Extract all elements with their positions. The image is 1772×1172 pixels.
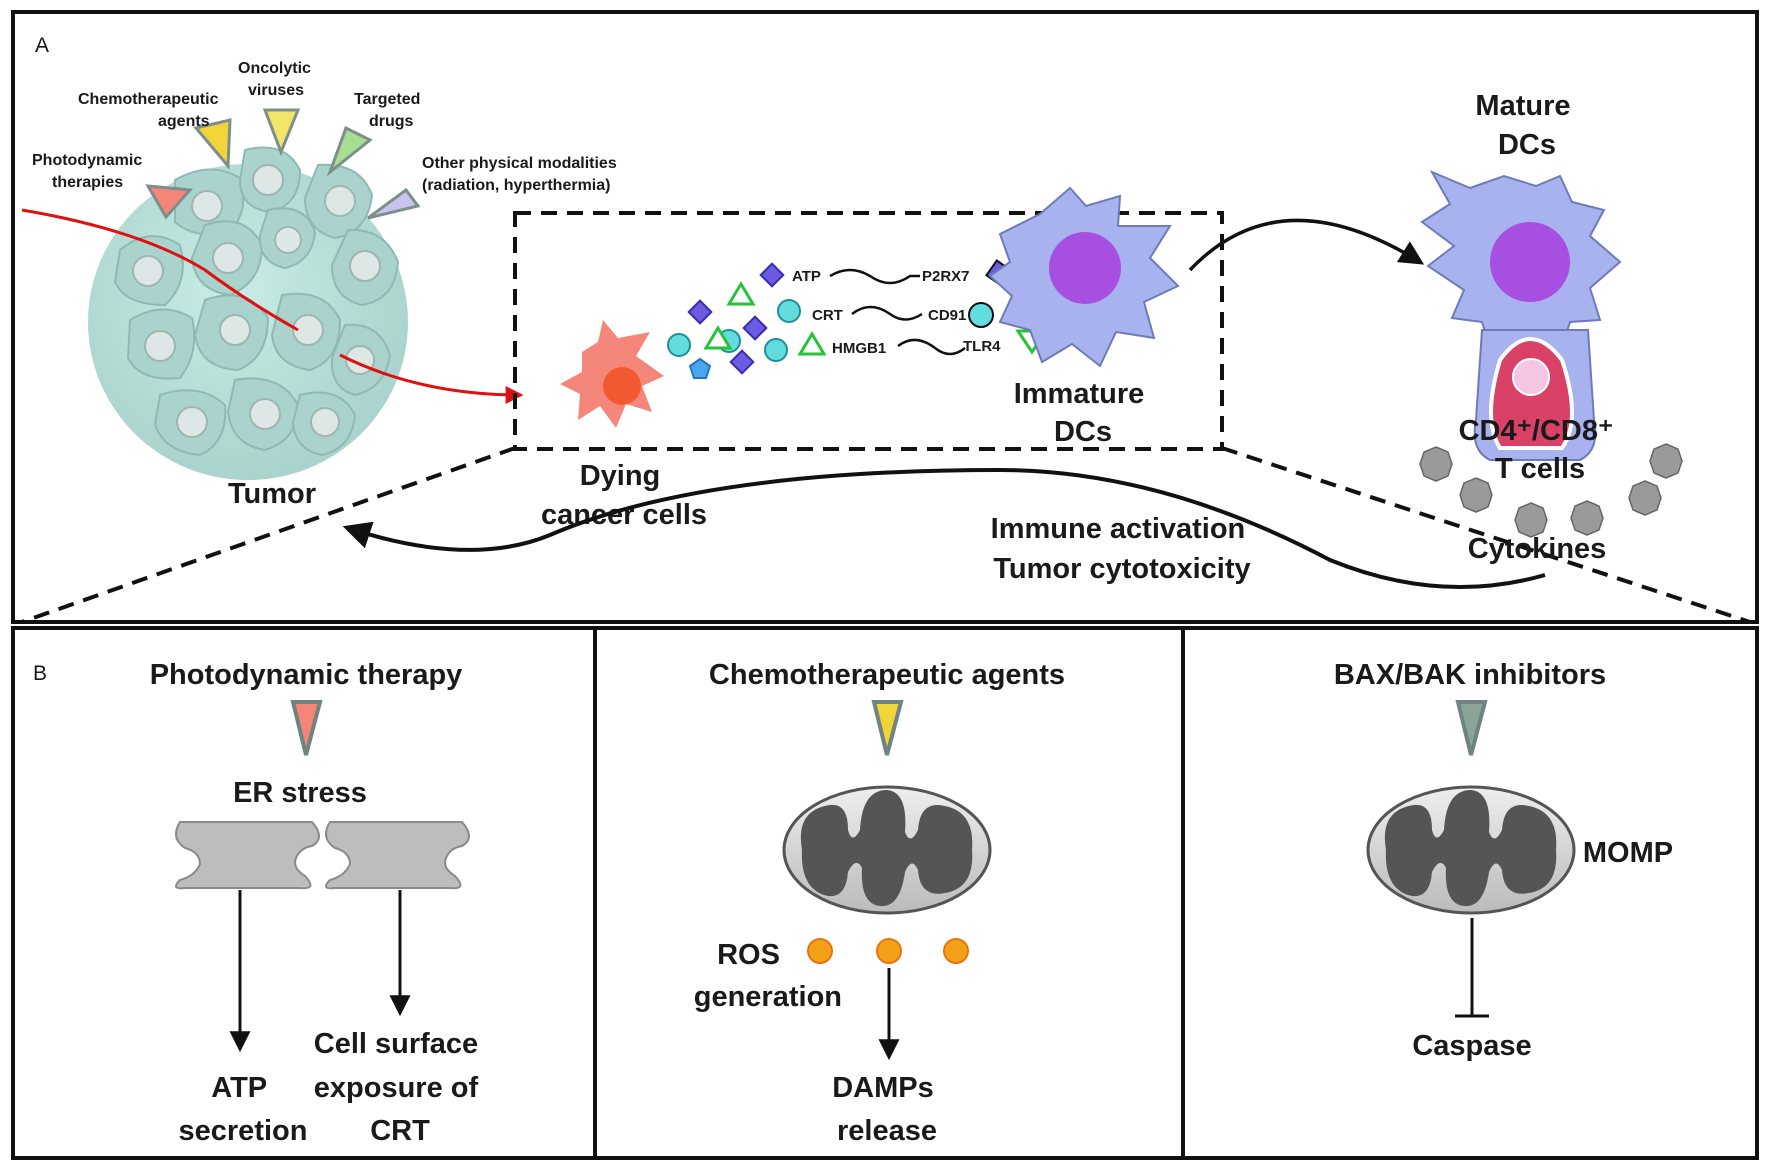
mature-dc [1420, 169, 1622, 461]
chemo-wedge-icon [871, 700, 904, 756]
receptor-p2rx7: P2RX7 [922, 268, 970, 285]
ligand-crt: CRT [812, 307, 843, 324]
cytokine-icons [1419, 443, 1683, 538]
ligand-atp: ATP [792, 268, 821, 285]
wedge-physical-icon [367, 187, 421, 220]
immature-dc [988, 186, 1180, 368]
tumor-label: Tumor [228, 478, 316, 510]
wedge-oncolytic-icon [262, 108, 301, 157]
immune-label: Immune activation Tumor cytotoxicity [991, 513, 1254, 585]
damps-label: DAMPs release [832, 1072, 942, 1147]
caspase-label: Caspase [1412, 1030, 1531, 1062]
panel-a-frame [11, 10, 1759, 624]
link-atp-p2rx7 [829, 268, 920, 285]
label-physical: Other physical modalities (radiation, hy… [422, 155, 621, 194]
pdt-title: Photodynamic therapy [150, 659, 463, 691]
immune-activation-arrow [342, 467, 1546, 589]
panel-b-frame [11, 626, 1759, 1160]
panel-b-letter: B [33, 662, 47, 685]
dying-cancer-cell [560, 320, 664, 428]
ros-label: ROS generation [694, 939, 842, 1013]
chemo-title: Chemotherapeutic agents [709, 659, 1065, 691]
mature-label: Mature DCs [1475, 90, 1578, 161]
label-oncolytic: Oncolytic viruses [238, 60, 315, 99]
tumor-mass [88, 146, 408, 480]
baxbak-wedge-icon [1455, 700, 1488, 756]
receptor-cd91: CD91 [928, 307, 966, 324]
cd91-receptor-icon [968, 302, 994, 328]
er-membranes-icon [175, 821, 470, 890]
er-stress-label: ER stress [233, 777, 367, 809]
label-chemotherapeutic: Chemotherapeutic agents [78, 91, 223, 130]
tcell-label: CD4⁺/CD8⁺ T cells [1459, 415, 1622, 485]
wedge-pdt-icon [145, 184, 194, 220]
wedge-chemo-icon [193, 118, 232, 170]
atp-secretion-label: ATP secretion [179, 1072, 308, 1147]
link-crt-cd91 [851, 305, 923, 321]
cytokines-label: Cytokines [1468, 533, 1607, 565]
zoom-line-right [1221, 446, 1751, 624]
wedge-targeted-icon [326, 125, 373, 177]
ros-dots [807, 938, 969, 964]
crt-exposure-label: Cell surface exposure of CRT [314, 1028, 486, 1147]
caspase-inhibition-line [1455, 918, 1489, 1018]
pdt-wedge-icon [290, 700, 323, 756]
modality-wedges [145, 108, 421, 220]
zoom-box [513, 211, 1224, 451]
receptor-tlr4: TLR4 [963, 338, 1001, 355]
label-targeted: Targeted drugs [354, 91, 425, 130]
mitochondrion-momp-icon [1366, 785, 1576, 915]
label-photodynamic: Photodynamic therapies [32, 152, 147, 191]
link-hmgb1-tlr4 [897, 338, 966, 356]
baxbak-title: BAX/BAK inhibitors [1334, 659, 1606, 691]
damp-molecules [667, 262, 827, 379]
tumor-to-dying-arrow [339, 353, 524, 404]
ligand-hmgb1: HMGB1 [832, 340, 886, 357]
laser-line [21, 208, 299, 332]
mitochondrion-icon [782, 785, 992, 915]
panel-a-letter: A [35, 34, 49, 57]
maturation-arrow [1188, 218, 1425, 272]
immature-label: Immature DCs [1014, 378, 1153, 448]
zoom-line-left [21, 446, 516, 624]
momp-label: MOMP [1583, 837, 1673, 869]
